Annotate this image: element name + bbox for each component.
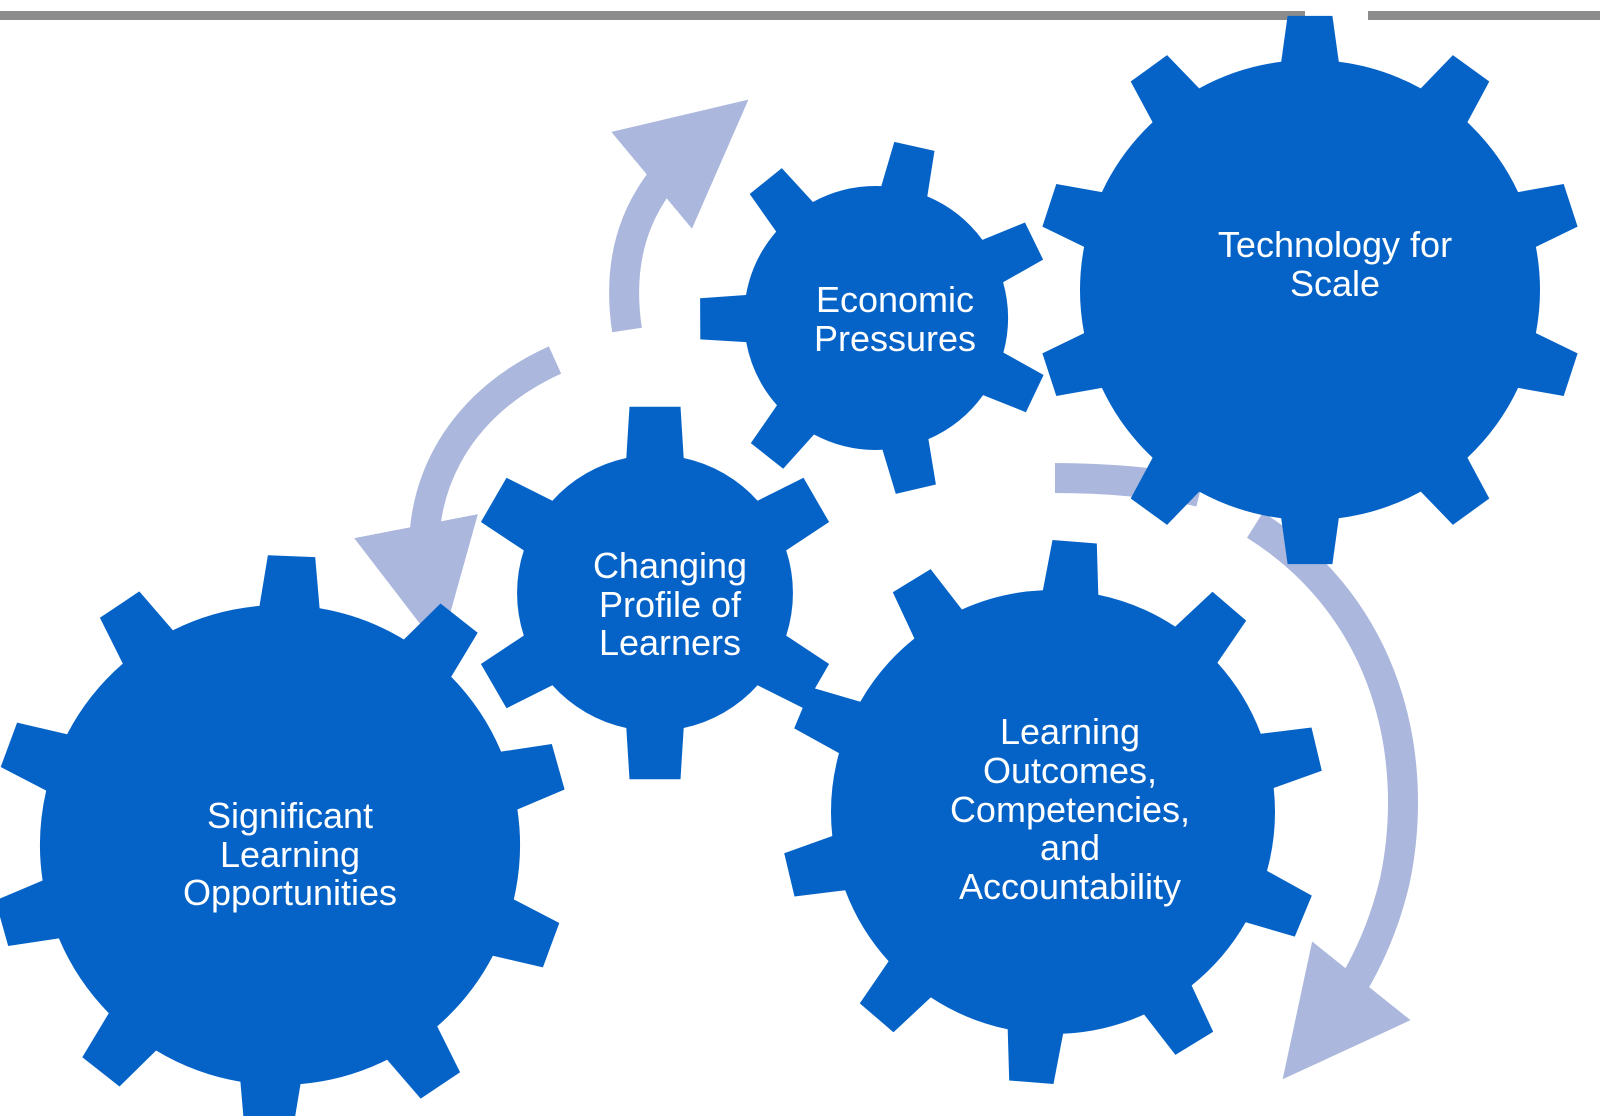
gear-economic <box>700 141 1044 494</box>
gear-label-outcomes: Learning Outcomes, Competencies, and Acc… <box>949 710 1191 908</box>
arrow-to-bottom-right <box>1246 512 1418 1080</box>
header-bar-right <box>1368 11 1600 20</box>
gear-outcomes <box>784 540 1322 1084</box>
arrow-to-significant <box>354 346 562 650</box>
arrow-to-economic <box>609 99 749 333</box>
gear-label-economic: Economic Pressures <box>813 279 977 359</box>
header-bar <box>0 11 1305 20</box>
gear-label-changing: Changing Profile of Learners <box>592 544 748 664</box>
gear-technology <box>1042 15 1578 565</box>
gear-group <box>0 15 1578 1116</box>
gear-label-technology: Technology for Scale <box>1217 224 1453 304</box>
gear-label-significant: Significant Learning Opportunities <box>182 794 398 914</box>
gear-significant <box>0 555 565 1116</box>
gear-changing <box>480 406 830 780</box>
